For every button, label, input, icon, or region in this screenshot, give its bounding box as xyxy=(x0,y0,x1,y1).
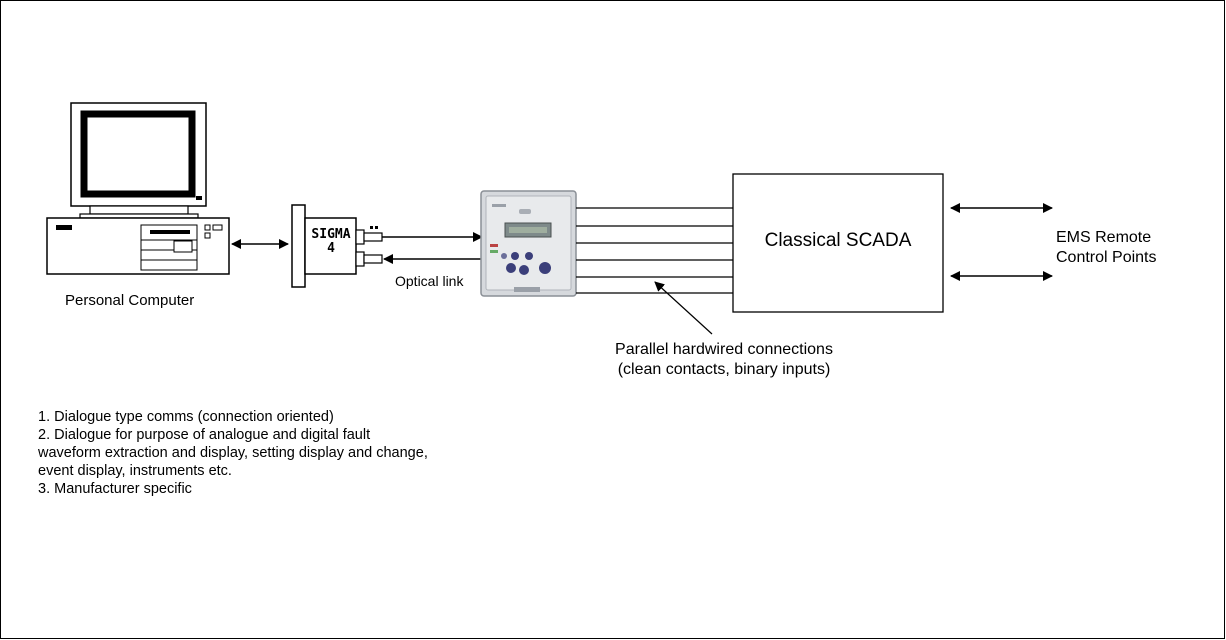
personal-computer-icon xyxy=(46,102,230,275)
classical-scada-label: Classical SCADA xyxy=(764,230,912,251)
parallel-annotation-line1: Parallel hardwired connections xyxy=(615,341,833,358)
note-line: waveform extraction and display, setting… xyxy=(38,445,428,461)
parallel-annotation-line2: (clean contacts, binary inputs) xyxy=(617,361,831,378)
sigma-label-line2: 4 xyxy=(327,241,335,256)
personal-computer-label: Personal Computer xyxy=(65,292,195,309)
note-line: 1. Dialogue type comms (connection orien… xyxy=(38,409,334,425)
parallel-connections-annotation: Parallel hardwired connections (clean co… xyxy=(574,340,874,380)
classical-scada-box xyxy=(732,173,944,313)
note-line: 2. Dialogue for purpose of analogue and … xyxy=(38,427,371,443)
sigma-4-converter xyxy=(291,204,383,288)
parallel-hardwired-lines xyxy=(576,207,733,294)
optical-link-label: Optical link xyxy=(395,273,464,289)
note-line: event display, instruments etc. xyxy=(38,463,232,479)
notes-list: 1. Dialogue type comms (connection orien… xyxy=(38,408,428,498)
protection-relay-icon xyxy=(480,190,577,297)
note-line: 3. Manufacturer specific xyxy=(38,481,192,497)
ems-label-line2: Control Points xyxy=(1056,249,1157,266)
ems-label-line1: EMS Remote xyxy=(1056,229,1152,246)
sigma-label-line1: SIGMA xyxy=(311,227,351,242)
parallel-annotation-pointer xyxy=(654,281,713,335)
ems-remote-control-label: EMS Remote Control Points xyxy=(1056,228,1157,268)
